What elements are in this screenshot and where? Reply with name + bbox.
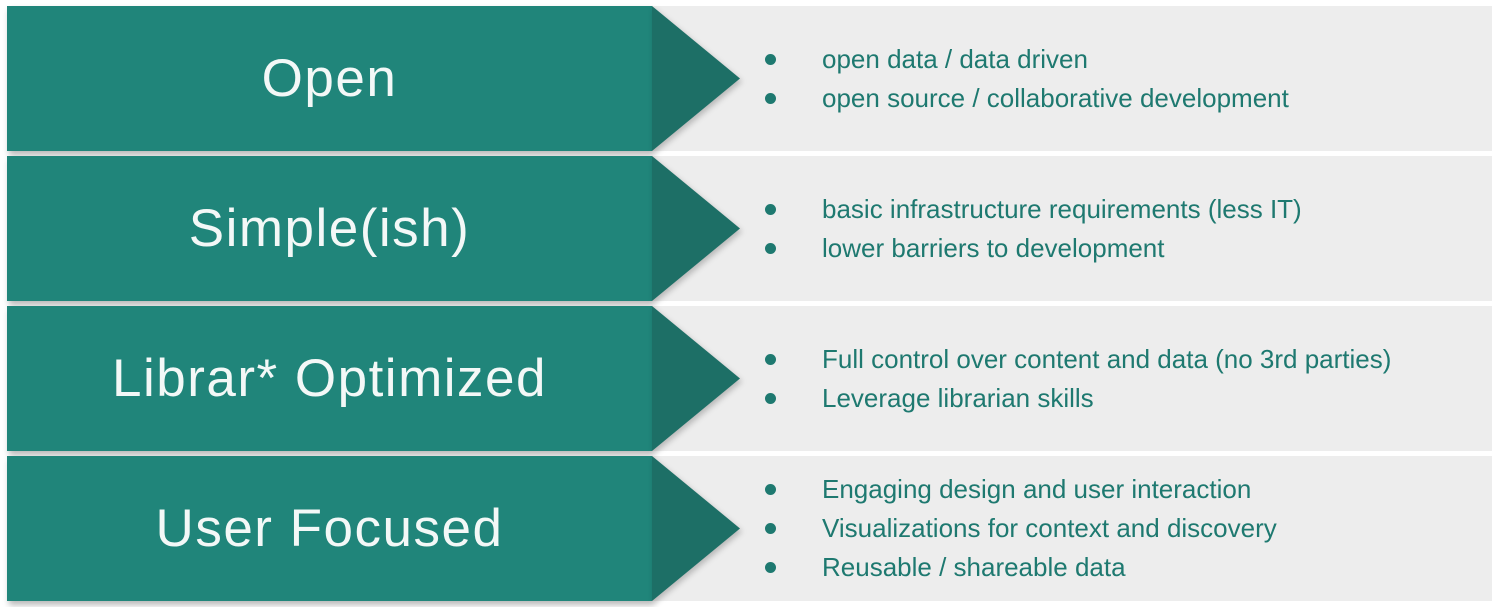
bullet-panel: basic infrastructure requirements (less … [652, 156, 1492, 301]
bullet-dot-icon [765, 92, 776, 104]
bullet-text: Leverage librarian skills [822, 382, 1094, 413]
arrowhead-shape [652, 6, 740, 151]
arrow-banner-body: Librar* Optimized [7, 306, 652, 451]
bullet-text: Reusable / shareable data [822, 552, 1126, 582]
bullet-text: Full control over content and data (no 3… [822, 343, 1392, 374]
arrow-banner-head [652, 456, 740, 601]
bullet-text: Visualizations for context and discovery [822, 513, 1277, 543]
arrowhead-shape [652, 306, 740, 451]
bullet-dot-icon [765, 242, 776, 254]
arrowhead-shape [652, 156, 740, 301]
bullet-item: Visualizations for context and discovery [765, 509, 1277, 548]
bullet-list: Full control over content and data (no 3… [652, 340, 1403, 418]
banner-label: Simple(ish) [188, 199, 471, 258]
bullet-dot-icon [765, 203, 776, 215]
bullet-dot-icon [765, 53, 776, 65]
bullet-panel: Engaging design and user interaction Vis… [652, 456, 1492, 601]
bullet-text: basic infrastructure requirements (less … [822, 193, 1302, 224]
arrow-banner-head [652, 156, 740, 301]
bullet-list: Engaging design and user interaction Vis… [652, 470, 1289, 587]
bullet-list: basic infrastructure requirements (less … [652, 190, 1314, 268]
arrow-banner-body: User Focused [7, 456, 652, 601]
bullet-item: Reusable / shareable data [765, 548, 1277, 587]
feature-row-librar-optimized: Full control over content and data (no 3… [0, 306, 1503, 451]
bullet-dot-icon [765, 392, 776, 404]
bullet-panel: open data / data driven open source / co… [652, 6, 1492, 151]
feature-row-open: open data / data driven open source / co… [0, 6, 1503, 151]
bullet-dot-icon [765, 484, 776, 495]
bullet-item: Full control over content and data (no 3… [765, 340, 1391, 379]
bullet-item: open data / data driven [765, 40, 1289, 79]
arrow-banner-head [652, 6, 740, 151]
bullet-panel: Full control over content and data (no 3… [652, 306, 1492, 451]
bullet-item: open source / collaborative development [765, 79, 1289, 118]
banner-label: Open [261, 49, 398, 108]
bullet-item: Leverage librarian skills [765, 379, 1391, 418]
bullet-dot-icon [765, 523, 776, 534]
banner-label: Librar* Optimized [112, 349, 547, 408]
bullet-text: open data / data driven [822, 43, 1088, 74]
feature-row-user-focused: Engaging design and user interaction Vis… [0, 456, 1503, 601]
arrow-banner-body: Simple(ish) [7, 156, 652, 301]
bullet-text: Engaging design and user interaction [822, 474, 1252, 504]
arrow-banner-body: Open [7, 6, 652, 151]
bullet-dot-icon [765, 562, 776, 573]
arrow-banner-head [652, 306, 740, 451]
bullet-text: open source / collaborative development [822, 82, 1289, 113]
bullet-list: open data / data driven open source / co… [652, 40, 1301, 118]
bullet-text: lower barriers to development [822, 232, 1165, 263]
banner-label: User Focused [155, 499, 504, 558]
arrowhead-shape [652, 456, 740, 601]
bullet-item: lower barriers to development [765, 229, 1302, 268]
feature-row-simple: basic infrastructure requirements (less … [0, 156, 1503, 301]
bullet-item: Engaging design and user interaction [765, 470, 1277, 509]
bullet-item: basic infrastructure requirements (less … [765, 190, 1302, 229]
bullet-dot-icon [765, 353, 776, 365]
